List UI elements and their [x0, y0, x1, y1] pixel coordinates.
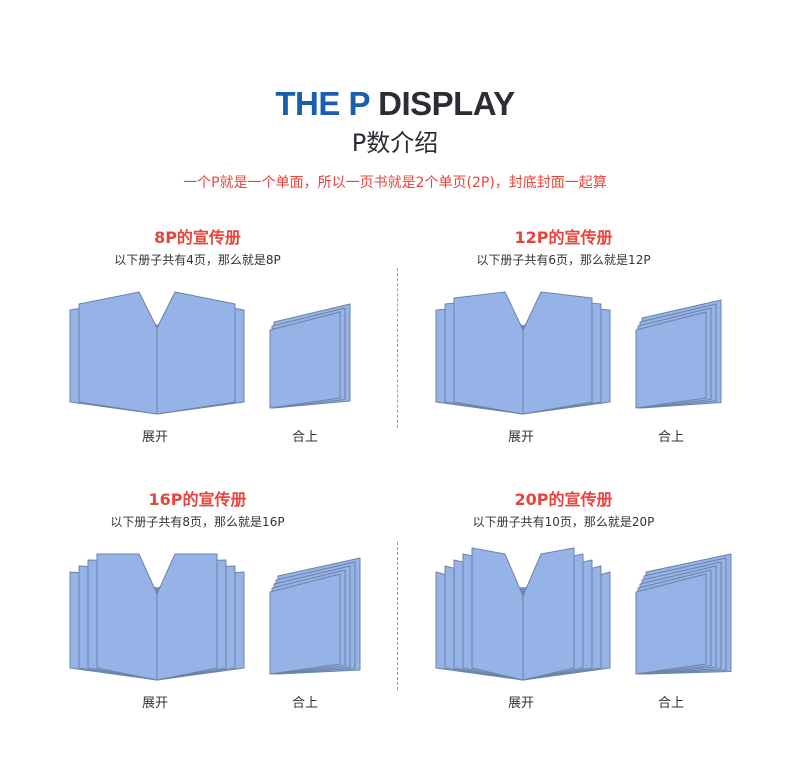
- section-note: 以下册子共有6页，那么就是12P: [476, 253, 651, 267]
- divider-top: [397, 268, 398, 428]
- booklet-illustration: [435, 547, 732, 681]
- closed-label: 合上: [291, 430, 318, 445]
- closed-page: [635, 311, 707, 409]
- section-20p: 20P的宣传册 以下册子共有10页，那么就是20P 展开 合上: [366, 488, 761, 758]
- closed-label: 合上: [657, 430, 684, 445]
- open-page-left: [471, 547, 524, 681]
- open-page-left: [96, 553, 158, 681]
- subtitle: P数介绍: [351, 129, 439, 157]
- booklet-illustration: [69, 553, 361, 681]
- booklet-illustration: [69, 291, 351, 415]
- section-12p: 12P的宣传册 以下册子共有6页，那么就是12P 展开 合上: [366, 226, 761, 496]
- closed-page: [635, 573, 707, 675]
- section-title: 12P的宣传册: [514, 228, 613, 247]
- closed-label: 合上: [291, 696, 318, 711]
- open-page-right: [156, 291, 236, 415]
- section-note: 以下册子共有4页，那么就是8P: [114, 253, 281, 267]
- open-label: 展开: [507, 430, 534, 445]
- closed-page: [269, 311, 341, 409]
- description: 一个P就是一个单面，所以一页书就是2个单页(2P)，封底封面一起算: [183, 175, 607, 191]
- closed-page: [269, 573, 341, 675]
- booklet-illustration: [435, 291, 722, 415]
- open-page-right: [522, 547, 575, 681]
- open-page-left: [78, 291, 158, 415]
- open-page-right: [522, 291, 593, 415]
- open-label: 展开: [141, 696, 168, 711]
- open-label: 展开: [141, 430, 168, 445]
- section-8p: 8P的宣传册 以下册子共有4页，那么就是8P 展开 合上: [0, 226, 395, 496]
- open-page-right: [156, 553, 218, 681]
- section-title: 8P的宣传册: [154, 228, 241, 247]
- section-note: 以下册子共有8页，那么就是16P: [110, 515, 285, 529]
- section-16p: 16P的宣传册 以下册子共有8页，那么就是16P 展开 合上: [0, 488, 395, 758]
- section-note: 以下册子共有10页，那么就是20P: [472, 515, 655, 529]
- section-title: 16P的宣传册: [148, 490, 247, 509]
- title-blue-part: THE P: [275, 85, 370, 122]
- title-dark-part: DISPLAY: [378, 85, 515, 122]
- open-label: 展开: [507, 696, 534, 711]
- main-title: THE P DISPLAY: [0, 84, 790, 124]
- section-title: 20P的宣传册: [514, 490, 613, 509]
- divider-bottom: [397, 542, 398, 690]
- closed-label: 合上: [657, 696, 684, 711]
- open-page-left: [453, 291, 524, 415]
